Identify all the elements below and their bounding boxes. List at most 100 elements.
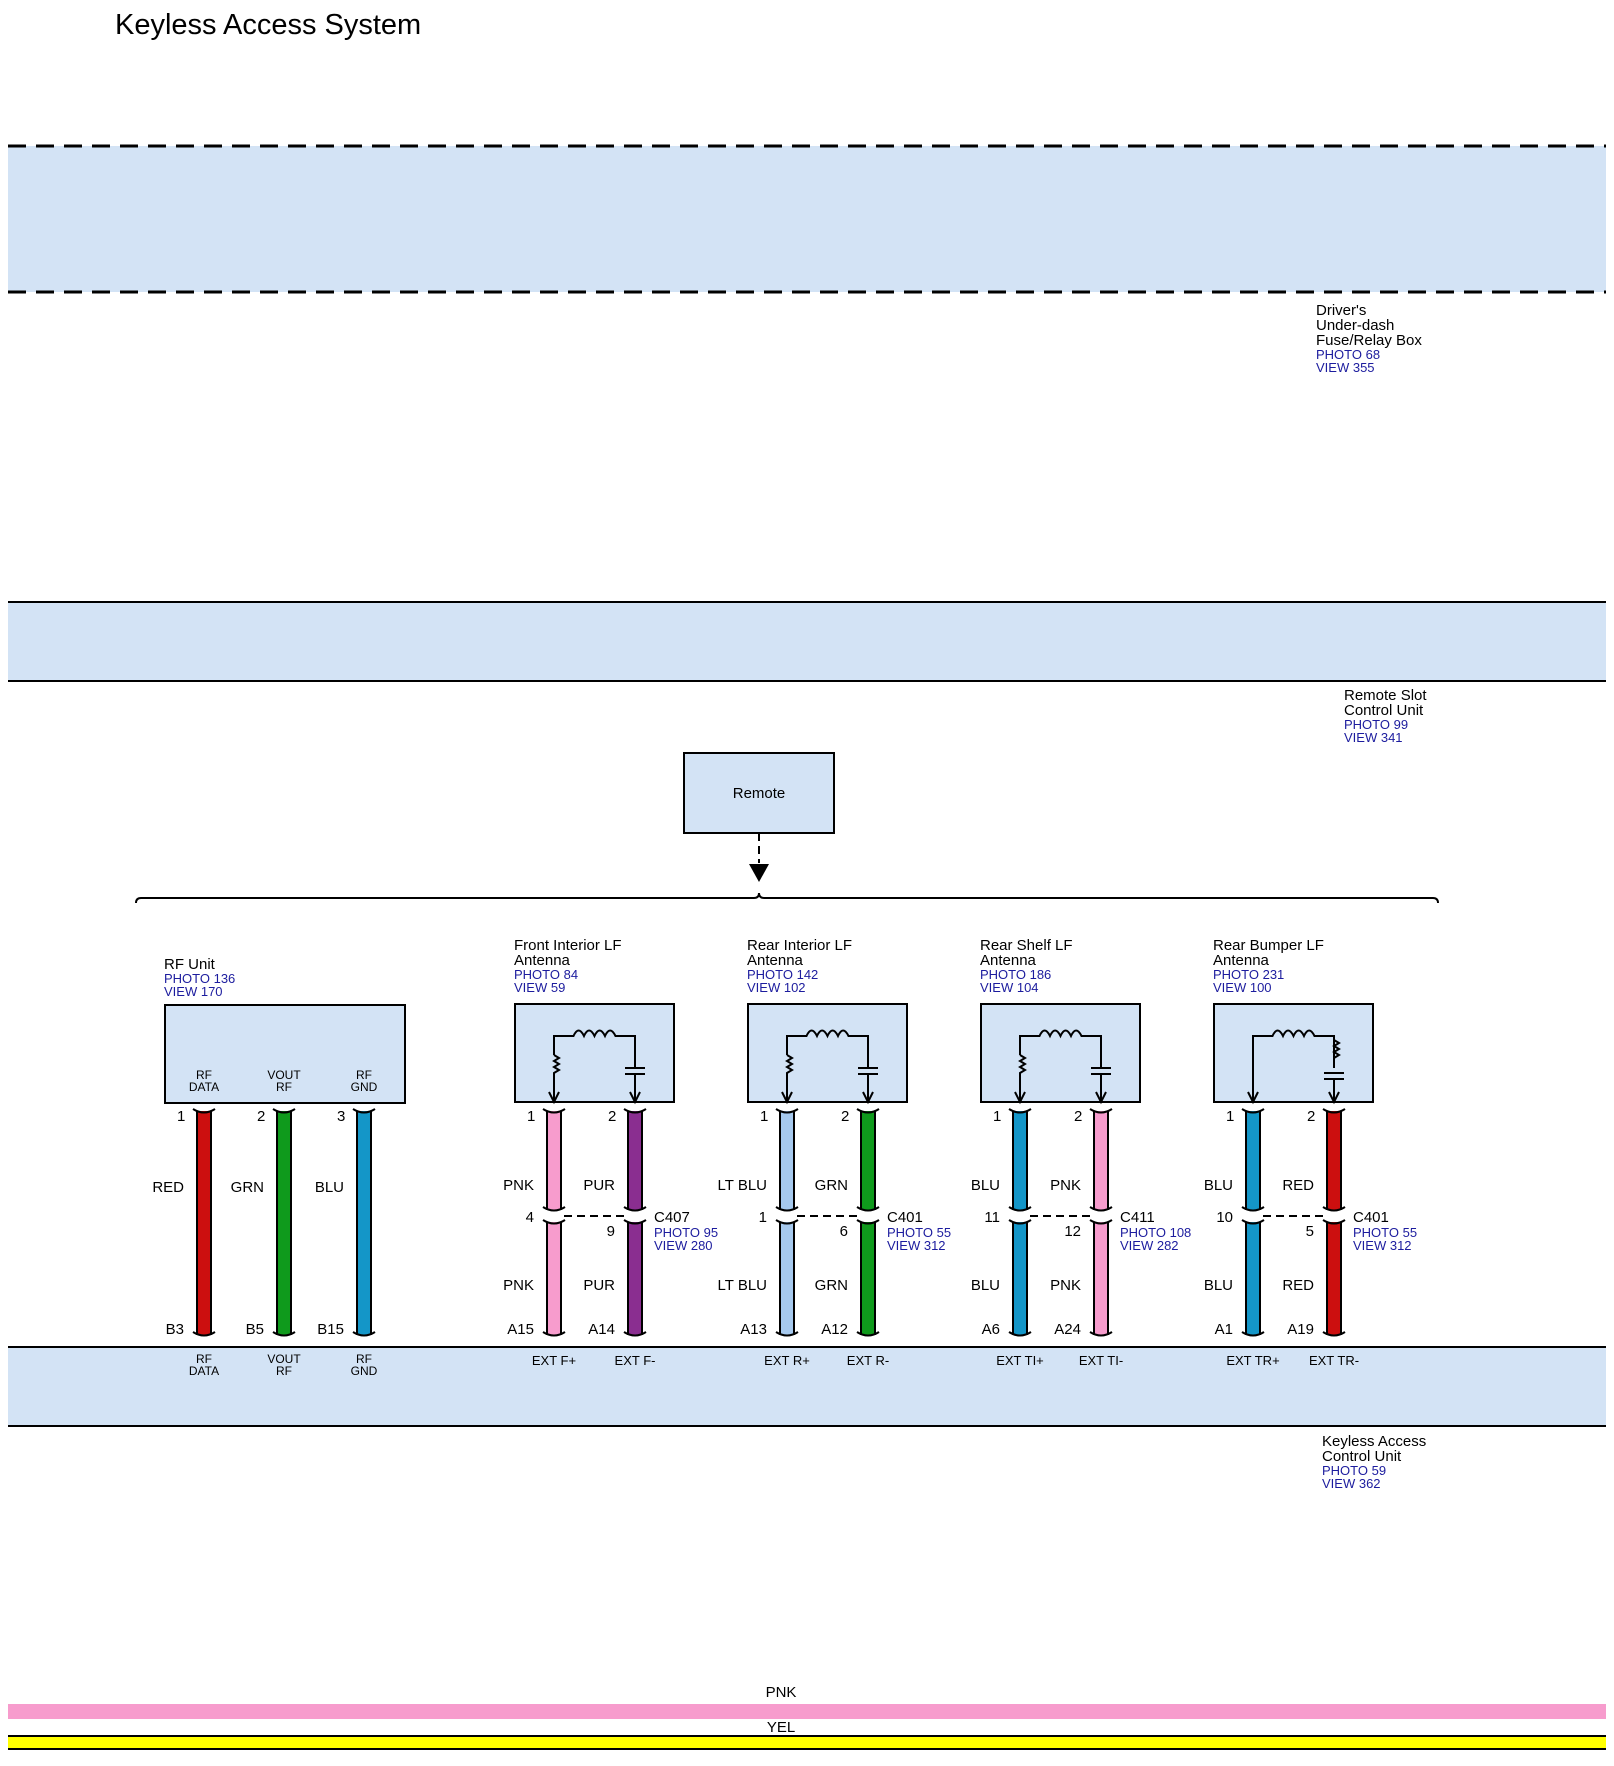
terminal-pin: A12 xyxy=(821,1321,848,1338)
rear-bumper-lf-photo-link[interactable]: PHOTO 231 xyxy=(1213,967,1284,982)
pin-arrow-icon xyxy=(1014,1091,1026,1105)
rf-unit-pin-top-sub: DATA xyxy=(189,1080,219,1094)
remote-label: Remote xyxy=(733,785,786,802)
connector-photo-link[interactable]: PHOTO 55 xyxy=(887,1225,951,1240)
signal-label: EXT F+ xyxy=(532,1353,576,1368)
pin-cap xyxy=(1089,1108,1113,1114)
rf-unit-pin-number: 2 xyxy=(257,1108,265,1125)
resistor-icon xyxy=(1018,1054,1027,1100)
pin-number: 2 xyxy=(1074,1108,1082,1125)
rf-unit-terminal: B5 xyxy=(246,1321,264,1338)
yel-bus-bar xyxy=(8,1737,1606,1748)
connector-photo-link[interactable]: PHOTO 95 xyxy=(654,1225,718,1240)
bus-bars: PNK YEL xyxy=(8,1684,1606,1750)
wire-lower-fill xyxy=(1095,1222,1107,1335)
wire-color-upper: BLU xyxy=(1204,1177,1233,1194)
rf-unit-signal-sub: RF xyxy=(276,1364,292,1378)
wire-color-upper: PNK xyxy=(1050,1177,1081,1194)
control-unit-panel xyxy=(8,1347,1606,1426)
connector-photo-link[interactable]: PHOTO 108 xyxy=(1120,1225,1191,1240)
wire-color-lower: GRN xyxy=(815,1277,848,1294)
rear-shelf-lf-photo-link[interactable]: PHOTO 186 xyxy=(980,967,1051,982)
terminal-cap xyxy=(1241,1331,1265,1337)
rear-bumper-lf-label-sub: Antenna xyxy=(1213,952,1270,969)
wire-color-upper: BLU xyxy=(971,1177,1000,1194)
connector-view-link[interactable]: VIEW 312 xyxy=(1353,1238,1412,1253)
pin-cap xyxy=(1241,1108,1265,1114)
page-title: Keyless Access System xyxy=(115,9,421,41)
yel-bus-label: YEL xyxy=(767,1719,795,1736)
pin-number: 1 xyxy=(760,1108,768,1125)
connector-photo-link[interactable]: PHOTO 55 xyxy=(1353,1225,1417,1240)
connector-cap-bottom xyxy=(1089,1219,1113,1225)
signal-label: EXT TR- xyxy=(1309,1353,1359,1368)
rf-unit-photo-link[interactable]: PHOTO 136 xyxy=(164,971,235,986)
connector-cap-bottom xyxy=(1008,1219,1032,1225)
control-unit-view-link[interactable]: VIEW 362 xyxy=(1322,1476,1381,1491)
connector-pin: 10 xyxy=(1216,1209,1233,1226)
wire-color-lower: PNK xyxy=(503,1277,534,1294)
signal-label: EXT F- xyxy=(615,1353,656,1368)
remote-slot-view-link[interactable]: VIEW 341 xyxy=(1344,730,1403,745)
rf-unit-terminal-cap xyxy=(272,1331,296,1337)
connector-cap-top xyxy=(1089,1206,1113,1212)
pin-cap xyxy=(856,1108,880,1114)
rear-interior-lf-view-link[interactable]: VIEW 102 xyxy=(747,980,806,995)
rf-unit-pin-top: RF xyxy=(196,1068,212,1082)
wire-upper-fill xyxy=(548,1111,560,1210)
rear-shelf-lf-view-link[interactable]: VIEW 104 xyxy=(980,980,1039,995)
terminal-cap xyxy=(1089,1331,1113,1337)
front-interior-lf-view-link[interactable]: VIEW 59 xyxy=(514,980,565,995)
pin-number: 1 xyxy=(993,1108,1001,1125)
pin-cap xyxy=(623,1108,647,1114)
rf-unit-pin-top-sub: GND xyxy=(351,1080,378,1094)
terminal-pin: A15 xyxy=(507,1321,534,1338)
wire-lower-fill xyxy=(1328,1222,1340,1335)
resistor-icon xyxy=(1332,1039,1341,1068)
wire-color-lower: BLU xyxy=(971,1277,1000,1294)
rf-unit-wire-fill xyxy=(358,1111,370,1335)
front-interior-lf-photo-link[interactable]: PHOTO 84 xyxy=(514,967,578,982)
fuse-relay-box-view-link[interactable]: VIEW 355 xyxy=(1316,360,1375,375)
connector-view-link[interactable]: VIEW 282 xyxy=(1120,1238,1179,1253)
wire-color-lower: LT BLU xyxy=(718,1277,767,1294)
rear-bumper-lf-view-link[interactable]: VIEW 100 xyxy=(1213,980,1272,995)
connector-pin: 4 xyxy=(526,1209,534,1226)
resistor-icon xyxy=(785,1054,794,1100)
wire-color-lower: PUR xyxy=(583,1277,615,1294)
rear-shelf-lf-label: Rear Shelf LF xyxy=(980,937,1073,954)
wire-upper-fill xyxy=(1095,1111,1107,1210)
rf-unit-pin-number: 1 xyxy=(177,1108,185,1125)
terminal-pin: A6 xyxy=(982,1321,1000,1338)
connector-cap-top xyxy=(623,1206,647,1212)
pin-cap xyxy=(1322,1108,1346,1114)
fuse-relay-box-panel xyxy=(8,146,1606,292)
control-unit-photo-link[interactable]: PHOTO 59 xyxy=(1322,1463,1386,1478)
connector-pin: 6 xyxy=(840,1223,848,1240)
front-interior-lf-label: Front Interior LF xyxy=(514,937,622,954)
connector-id: C407 xyxy=(654,1209,690,1226)
fuse-relay-box-photo-link[interactable]: PHOTO 68 xyxy=(1316,347,1380,362)
remote-block: Remote xyxy=(135,752,1439,904)
connector-view-link[interactable]: VIEW 280 xyxy=(654,1238,713,1253)
pin-number: 2 xyxy=(608,1108,616,1125)
rear-interior-lf-photo-link[interactable]: PHOTO 142 xyxy=(747,967,818,982)
rf-unit-view-link[interactable]: VIEW 170 xyxy=(164,984,223,999)
pin-arrow-icon xyxy=(1247,1091,1259,1105)
rf-unit: RF Unit PHOTO 136 VIEW 170 RFDATA1REDB3R… xyxy=(152,956,406,1378)
rf-unit-pin-top: RF xyxy=(356,1068,372,1082)
connector-view-link[interactable]: VIEW 312 xyxy=(887,1238,946,1253)
rear-shelf-lf-box xyxy=(980,1003,1141,1103)
rf-unit-pin-cap xyxy=(192,1108,216,1114)
connector-id: C411 xyxy=(1120,1209,1155,1226)
rf-unit-pin-top: VOUT xyxy=(267,1068,301,1082)
rf-unit-box xyxy=(164,1004,406,1104)
remote-slot-photo-link[interactable]: PHOTO 99 xyxy=(1344,717,1408,732)
rf-unit-signal-sub: GND xyxy=(351,1364,378,1378)
